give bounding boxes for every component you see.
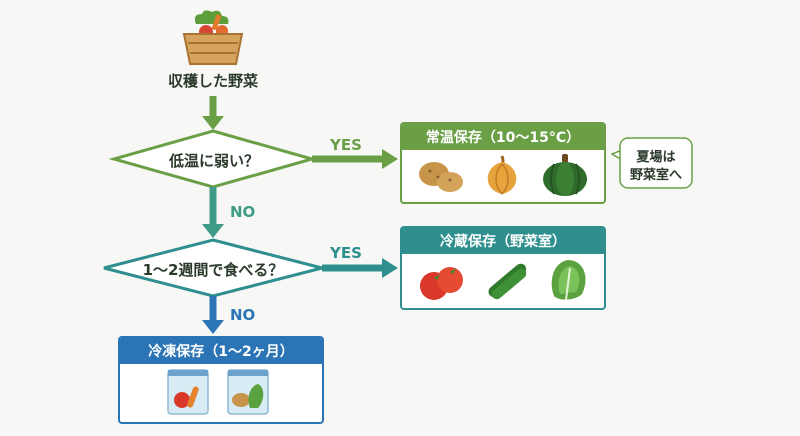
fridge-storage-title: 冷蔵保存（野菜室） xyxy=(402,228,604,254)
cucumber-icon xyxy=(488,263,527,300)
frozen-storage-title: 冷凍保存（1〜2ヶ月） xyxy=(120,338,322,364)
arrowhead-decision2-yes xyxy=(382,258,398,278)
frozen-storage-box: 冷凍保存（1〜2ヶ月） xyxy=(118,336,324,424)
arrowhead-start xyxy=(202,116,224,130)
lettuce-icon xyxy=(551,260,586,301)
decision2-yes-label: YES xyxy=(330,244,362,262)
arrowhead-decision2-no xyxy=(202,320,224,334)
decision1-question: 低温に弱い？ xyxy=(168,152,259,170)
summer-note-line1: 夏場は xyxy=(636,150,676,165)
decision2-no-label: NO xyxy=(230,306,256,324)
room-temp-storage-title: 常温保存（10〜15°C） xyxy=(402,124,604,150)
start-label: 収穫した野菜 xyxy=(167,72,258,90)
summer-note-line2: 野菜室へ xyxy=(629,168,682,183)
room-temp-storage-box: 常温保存（10〜15°C） xyxy=(400,122,606,204)
potato-icon xyxy=(419,162,463,192)
decision2-question: 1〜2週間で食べる？ xyxy=(142,261,284,279)
tomato-icon xyxy=(420,267,463,300)
summer-note-bubble xyxy=(610,137,693,189)
frozen-bag-potato-greens-icon xyxy=(227,369,269,415)
vegetable-basket-icon xyxy=(182,10,244,65)
fridge-storage-box: 冷蔵保存（野菜室） xyxy=(400,226,606,310)
decision1-no-label: NO xyxy=(230,203,256,221)
pumpkin-icon xyxy=(543,154,587,196)
frozen-bag-tomato-carrot-icon xyxy=(167,369,209,415)
decision1-yes-label: YES xyxy=(330,136,362,154)
onion-icon xyxy=(487,155,517,195)
arrowhead-decision1-yes xyxy=(382,149,398,169)
arrowhead-decision1-no xyxy=(202,224,224,238)
